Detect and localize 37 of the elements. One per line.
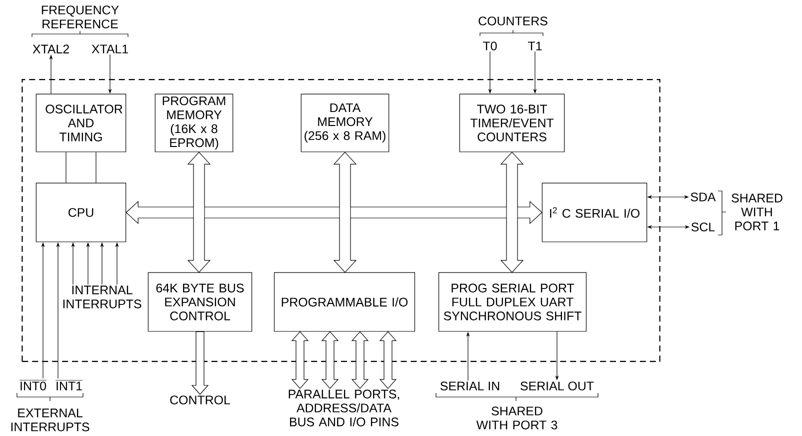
bus-arrow — [191, 331, 209, 395]
bus-arrow — [291, 331, 309, 389]
bus-arrow — [187, 152, 211, 273]
pin-label: XTAL1 — [92, 44, 128, 54]
function-block: 64K BYTE BUS EXPANSION CONTROL — [148, 272, 252, 332]
function-block: I$^{2}$ C SERIAL I/O — [542, 182, 648, 242]
chip-boundary — [22, 78, 660, 362]
group-label: SHARED WITH PORT 1 — [732, 194, 782, 230]
function-block: CPU — [36, 182, 126, 242]
pin-label: SCL — [691, 222, 715, 232]
function-block: DATA MEMORY (256 x 8 RAM) — [300, 94, 390, 152]
bus-arrow — [351, 331, 369, 389]
function-block: TWO 16-BIT TIMER/EVENT COUNTERS — [459, 94, 565, 152]
pin-label: SERIAL IN — [440, 382, 500, 390]
pin-label: INT0 — [19, 380, 47, 390]
group-label: EXTERNAL INTERRUPTS — [11, 408, 90, 432]
bus-arrow — [379, 331, 397, 389]
function-block: PROGRAM MEMORY (16K x 8 EPROM) — [154, 94, 234, 152]
pin-label: SERIAL OUT — [520, 382, 594, 390]
pin-label: SDA — [690, 192, 716, 202]
signal-label: INTERNAL INTERRUPTS — [63, 286, 142, 308]
function-block: OSCILLATOR AND TIMING — [36, 94, 126, 152]
group-label: FREQUENCY REFERENCE — [42, 6, 119, 28]
pin-label: XTAL2 — [32, 44, 69, 54]
function-block: PROG SERIAL PORT FULL DUPLEX UART SYNCHRONOUS SHIFT — [438, 272, 587, 332]
signal-label: PARALLEL PORTS, ADDRESS/DATA BUS AND I/O PINS — [288, 390, 400, 426]
bus-arrow — [321, 331, 339, 389]
bus-arrow — [333, 152, 357, 273]
pin-label: T1 — [528, 42, 542, 50]
pin-label: T0 — [483, 42, 497, 50]
bus-arrow — [126, 200, 542, 224]
group-label: SHARED WITH PORT 3 — [476, 406, 558, 430]
pin-label: INT1 — [55, 380, 83, 390]
bus-arrow — [500, 152, 524, 273]
function-block: PROGRAMMABLE I/O — [274, 272, 416, 332]
signal-label: CONTROL — [170, 396, 230, 404]
group-label: COUNTERS — [478, 16, 548, 26]
